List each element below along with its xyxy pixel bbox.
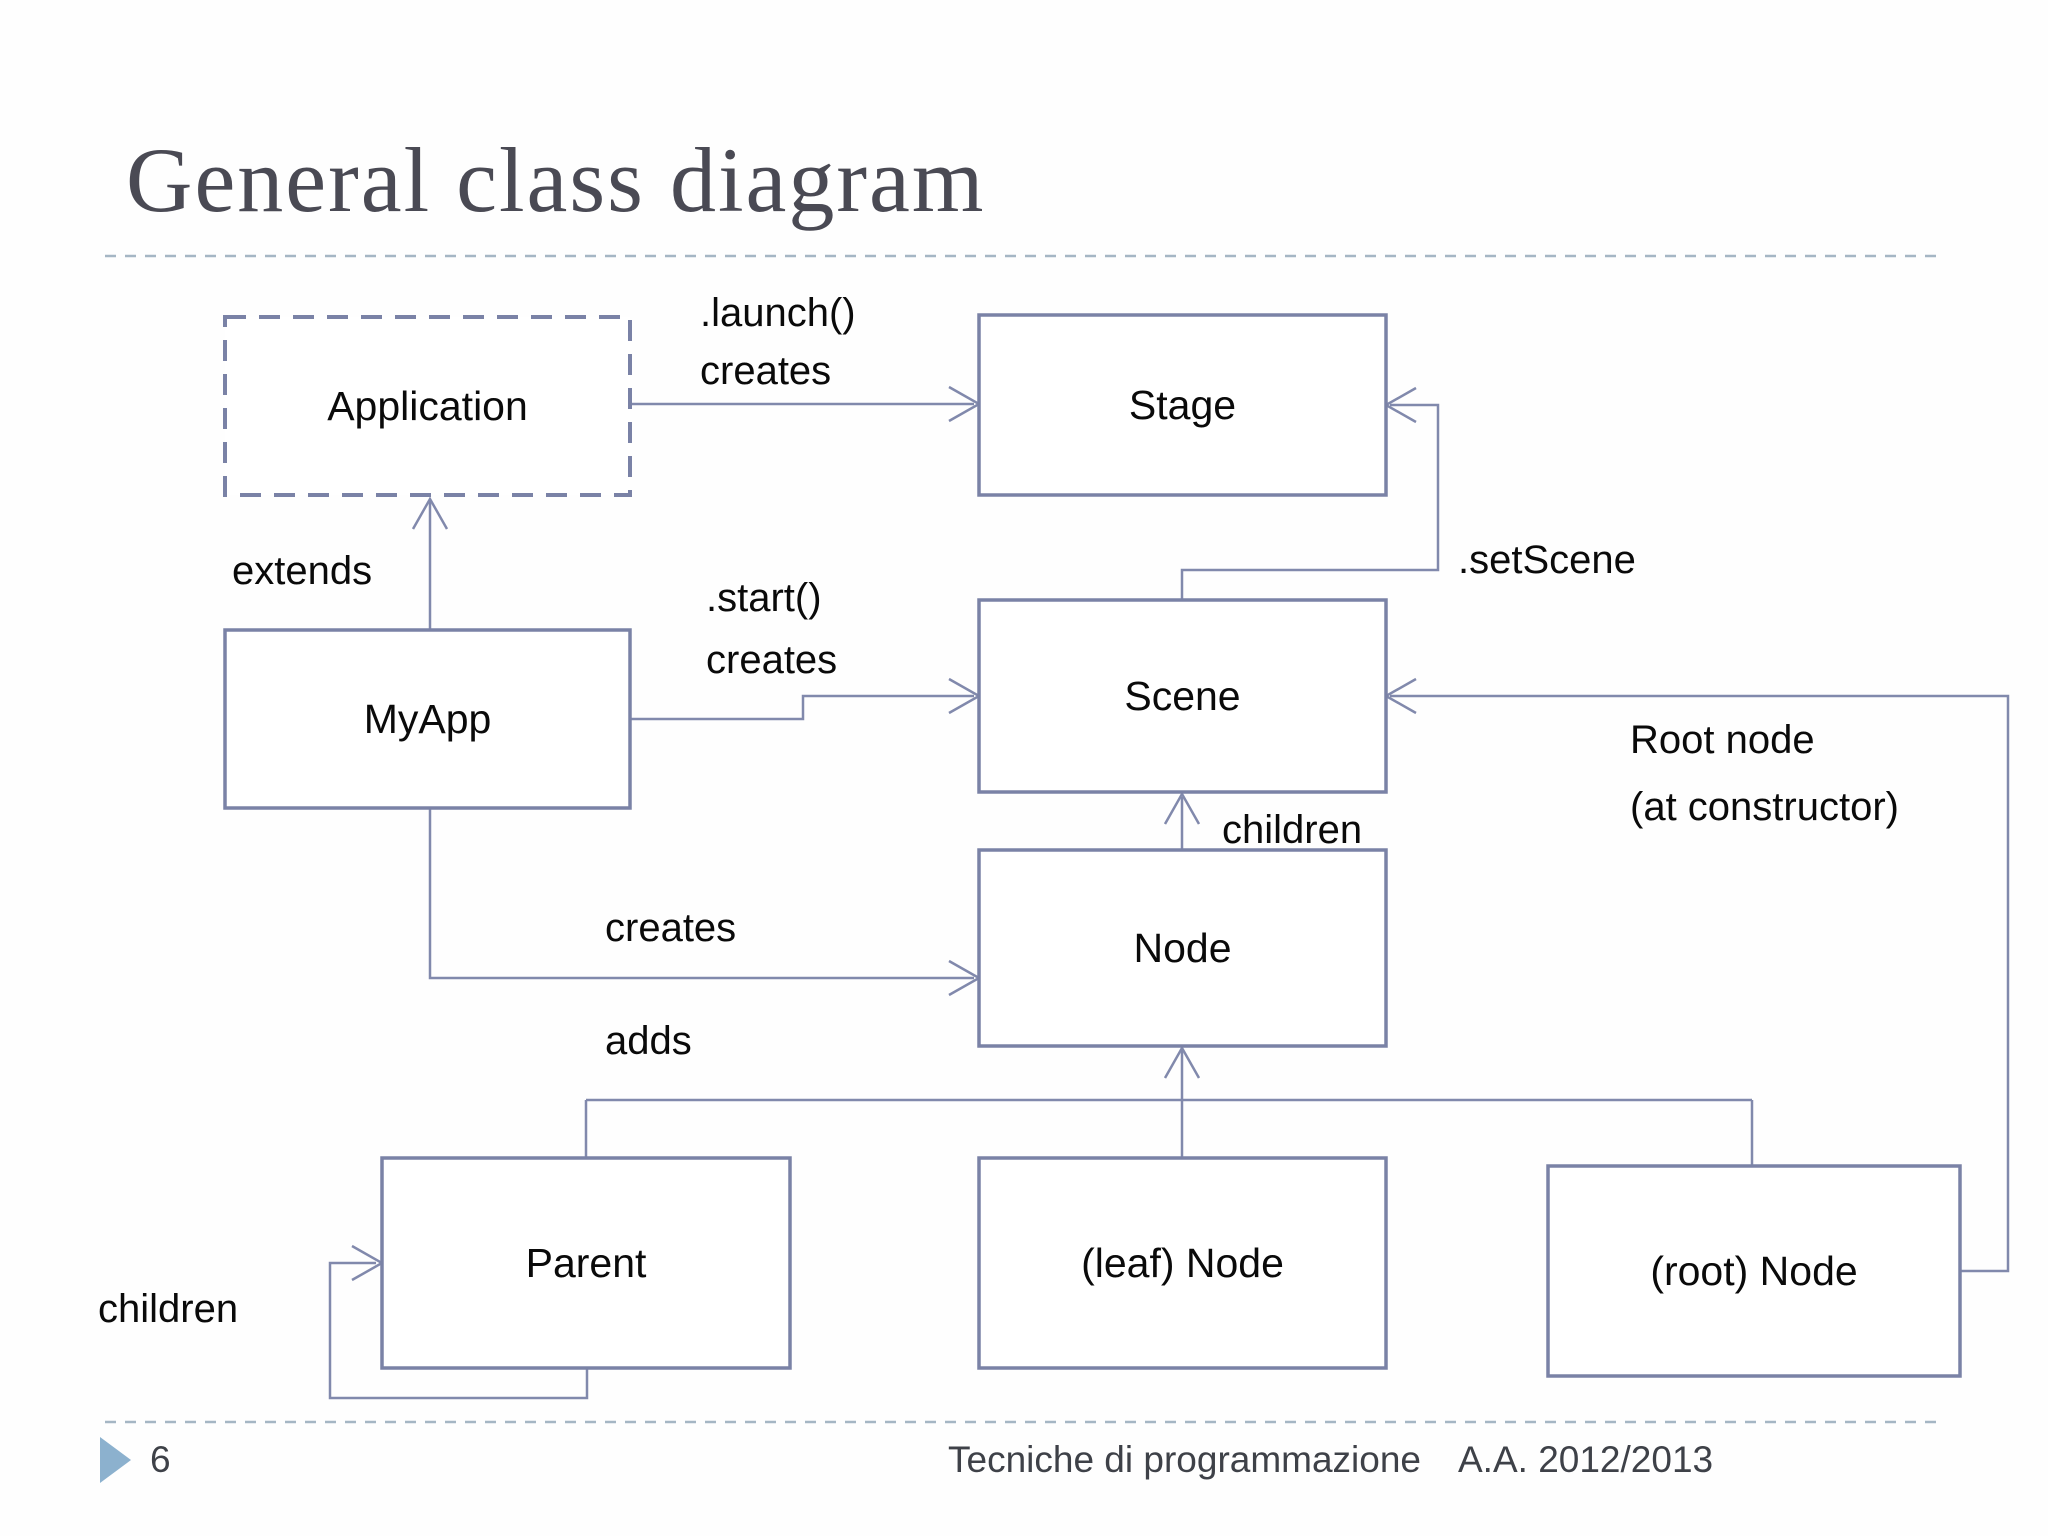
edge-label-creates: creates — [605, 906, 736, 950]
edge-creates-adds — [428, 808, 974, 980]
class-box-label-myapp: MyApp — [364, 696, 492, 742]
page-number: 6 — [150, 1439, 171, 1480]
edge-label-extends: extends — [232, 549, 372, 593]
edge-label-start-line1: .start() — [706, 576, 822, 620]
class-box-label-stage: Stage — [1129, 382, 1236, 428]
edge-label-children-scene: children — [1222, 808, 1362, 852]
class-box-root-node — [1546, 1164, 1962, 1378]
class-box-application — [223, 315, 632, 497]
class-box-node — [977, 848, 1388, 1048]
class-box-label-application: Application — [327, 383, 528, 429]
edge-label-adds: adds — [605, 1019, 692, 1063]
edge-label-set-scene: .setScene — [1458, 538, 1636, 582]
arrowhead-children-node-scene — [1163, 791, 1201, 825]
class-box-label-parent: Parent — [526, 1240, 647, 1286]
arrowhead-extends — [411, 496, 449, 530]
footer-academic-year: A.A. 2012/2013 — [1458, 1439, 1714, 1480]
edge-label-launch-line1: .launch() — [700, 291, 856, 335]
class-box-scene — [977, 598, 1388, 794]
edge-label-children-parent: children — [98, 1287, 238, 1331]
class-box-label-root-node: (root) Node — [1650, 1248, 1857, 1294]
class-box-stage — [977, 313, 1388, 497]
class-box-label-node: Node — [1133, 925, 1231, 971]
page-title: General class diagram — [126, 129, 986, 231]
edge-label-launch-line2: creates — [700, 349, 831, 393]
edge-parent-children-loop — [328, 1261, 589, 1400]
edge-label-start-line2: creates — [706, 638, 837, 682]
class-box-leaf-node — [977, 1156, 1388, 1370]
footer-bullet-icon — [100, 1437, 131, 1483]
edge-label-root-node-line1: Root node — [1630, 718, 1815, 762]
edge-label-root-node-line2: (at constructor) — [1630, 785, 1899, 829]
edge-set-scene — [1180, 403, 1440, 600]
class-box-myapp — [223, 628, 632, 810]
class-box-label-scene: Scene — [1124, 673, 1240, 719]
class-box-parent — [380, 1156, 792, 1370]
edge-start-creates — [630, 694, 974, 721]
edge-root-node-constructor — [1390, 694, 2010, 1273]
class-box-label-leaf-node: (leaf) Node — [1081, 1240, 1284, 1286]
arrowhead-leaf-to-node — [1163, 1045, 1201, 1079]
footer-course: Tecniche di programmazione — [948, 1439, 1422, 1480]
